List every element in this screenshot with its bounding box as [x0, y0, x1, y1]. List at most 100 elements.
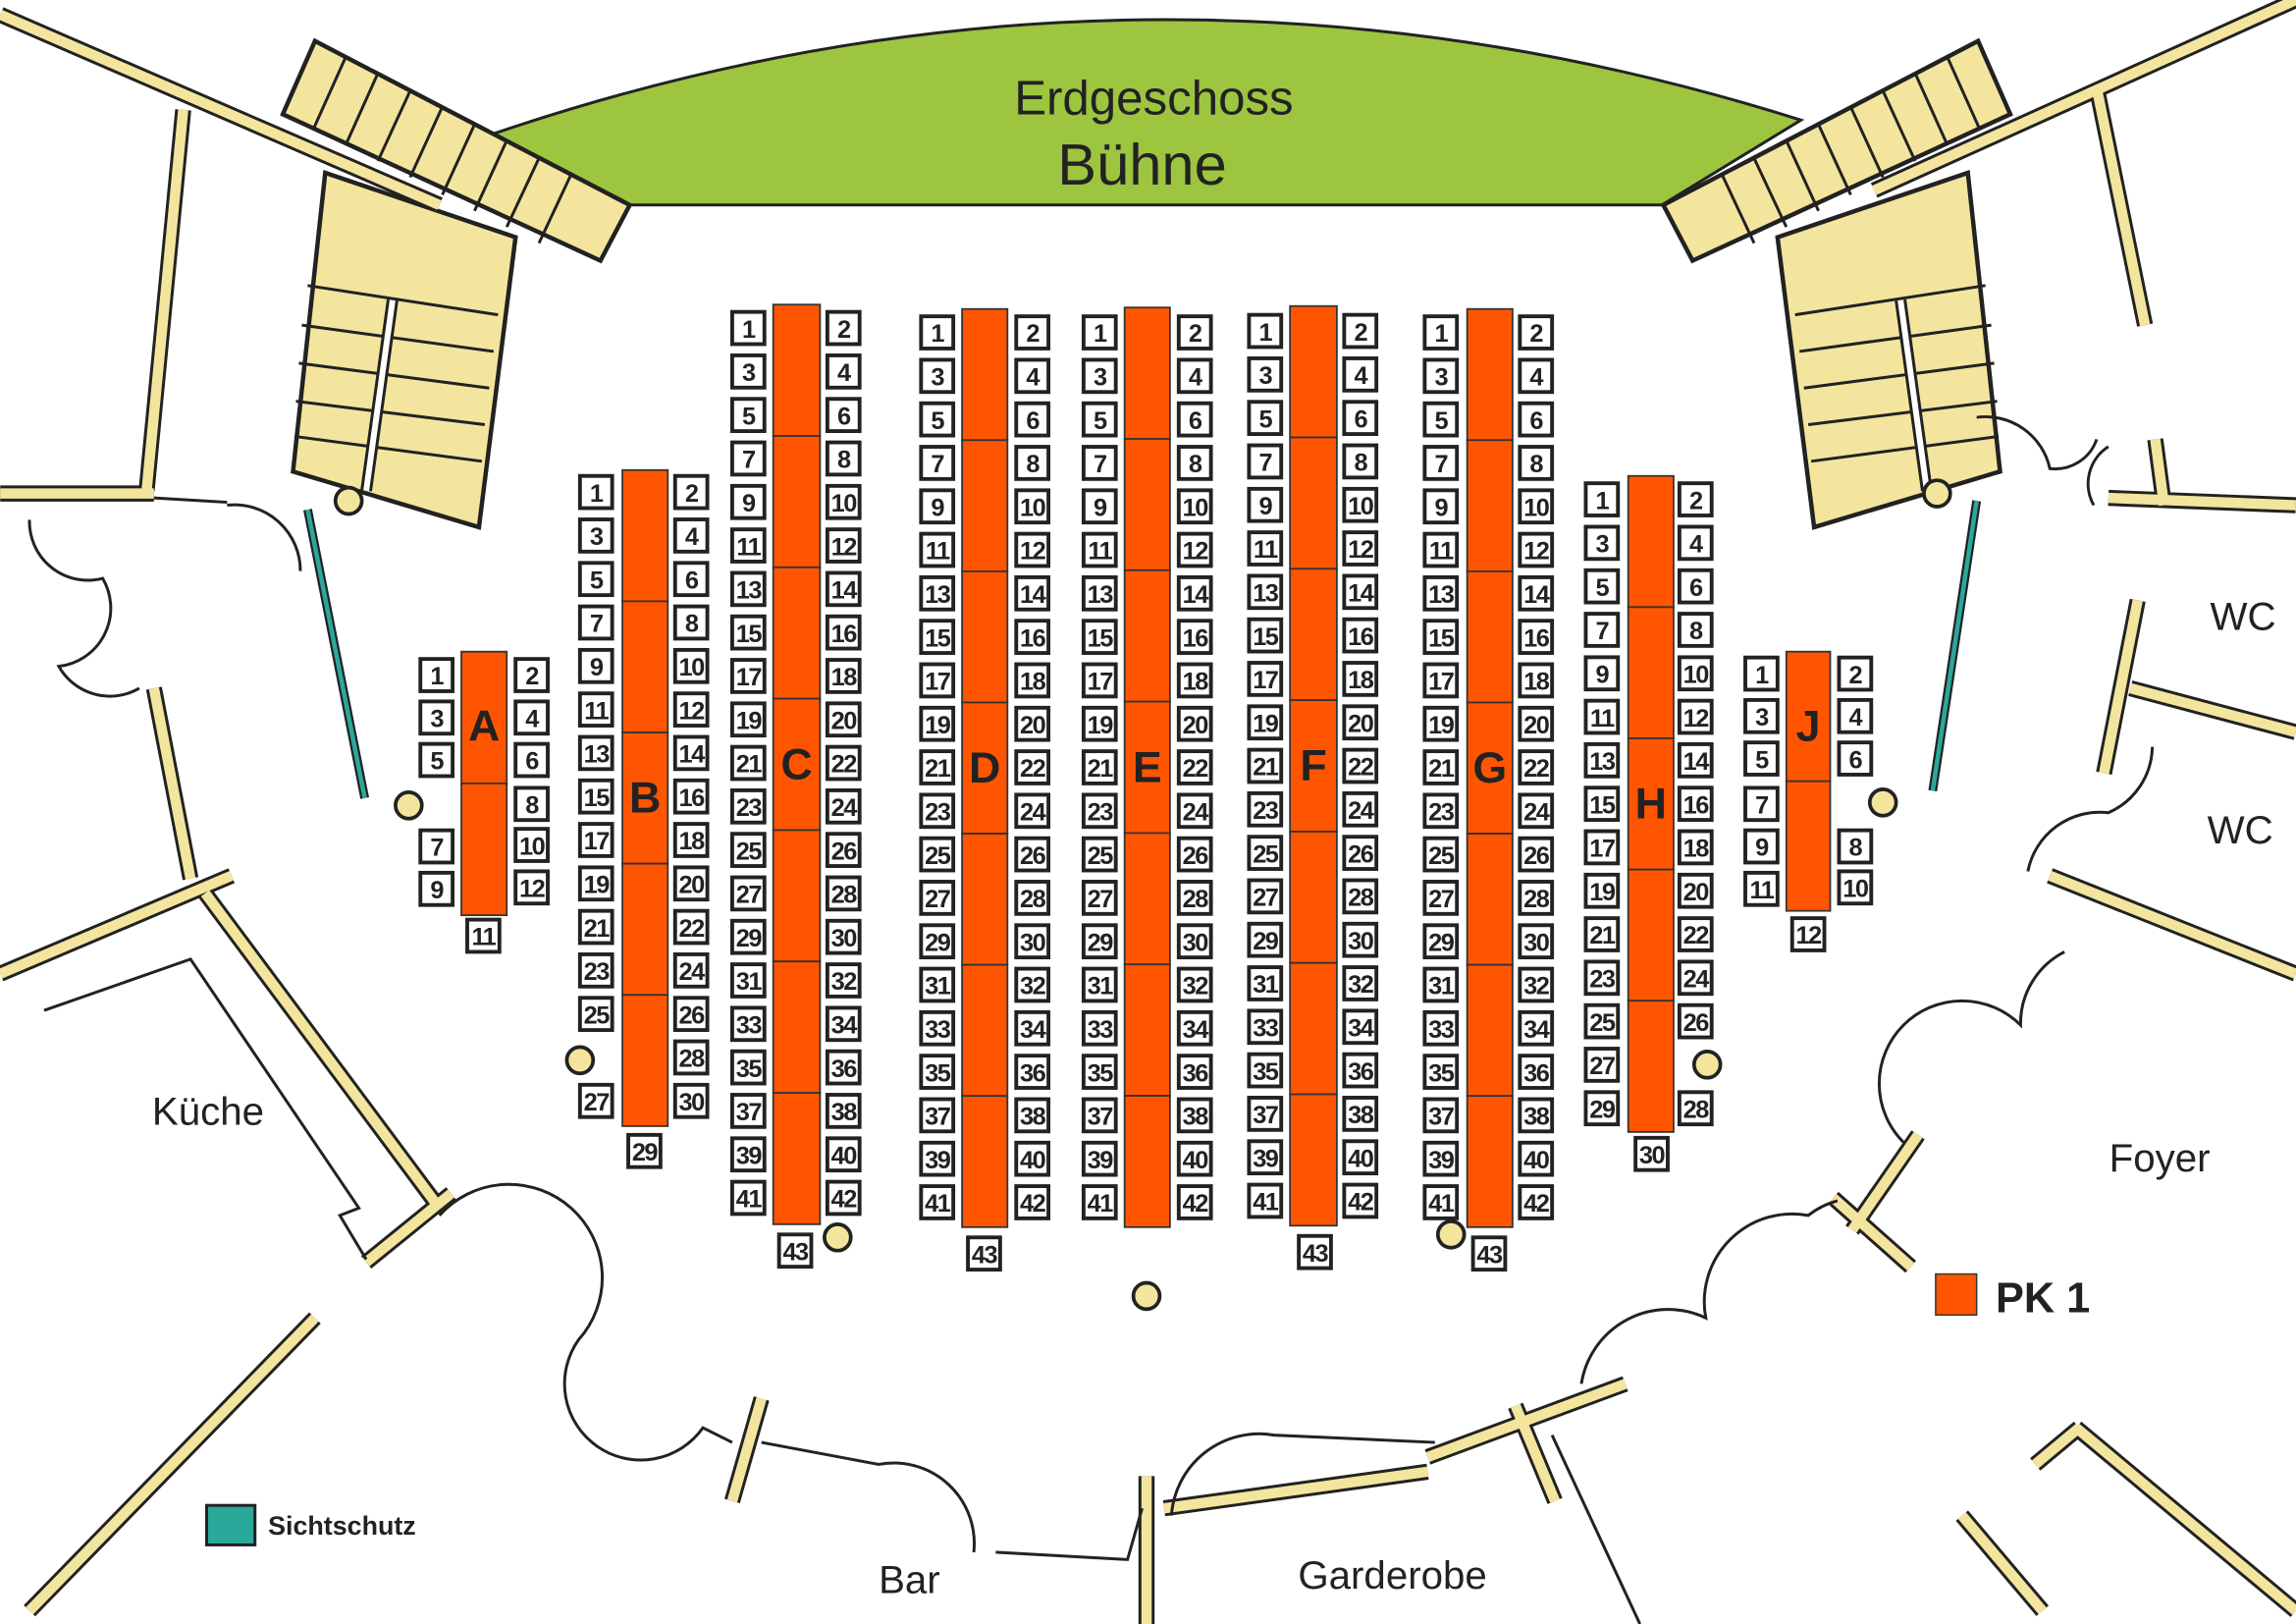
- seat-D-13[interactable]: 13: [919, 574, 956, 612]
- seat-J-8[interactable]: 8: [1837, 828, 1874, 865]
- seat-C-21[interactable]: 21: [729, 744, 767, 782]
- seat-E-24[interactable]: 24: [1176, 792, 1213, 830]
- seat-C-37[interactable]: 37: [729, 1093, 767, 1129]
- seat-A-2[interactable]: 2: [513, 657, 550, 693]
- seat-H-15[interactable]: 15: [1583, 785, 1621, 822]
- seat-D-4[interactable]: 4: [1014, 357, 1051, 395]
- seat-F-21[interactable]: 21: [1247, 747, 1284, 785]
- seat-F-29[interactable]: 29: [1247, 921, 1284, 958]
- seat-B-25[interactable]: 25: [577, 996, 614, 1033]
- seat-G-42[interactable]: 42: [1518, 1184, 1555, 1220]
- seat-G-39[interactable]: 39: [1422, 1140, 1460, 1177]
- seat-F-31[interactable]: 31: [1247, 965, 1284, 1001]
- seat-C-10[interactable]: 10: [825, 483, 862, 520]
- seat-F-10[interactable]: 10: [1342, 486, 1379, 523]
- seat-H-23[interactable]: 23: [1583, 959, 1621, 997]
- seat-B-27[interactable]: 27: [577, 1082, 614, 1119]
- seat-E-34[interactable]: 34: [1176, 1009, 1213, 1047]
- seat-E-26[interactable]: 26: [1176, 836, 1213, 873]
- seat-G-17[interactable]: 17: [1422, 662, 1460, 699]
- seat-B-14[interactable]: 14: [672, 734, 710, 772]
- seat-C-25[interactable]: 25: [729, 832, 767, 868]
- seat-C-43[interactable]: 43: [776, 1232, 814, 1270]
- row-block-segment[interactable]: [1123, 832, 1171, 966]
- row-block-segment[interactable]: [961, 833, 1009, 966]
- seat-D-5[interactable]: 5: [919, 401, 956, 438]
- seat-F-4[interactable]: 4: [1342, 356, 1379, 393]
- seat-E-28[interactable]: 28: [1176, 880, 1213, 916]
- seat-E-19[interactable]: 19: [1081, 705, 1118, 742]
- row-block-segment[interactable]: [460, 650, 508, 785]
- seat-D-2[interactable]: 2: [1014, 314, 1051, 351]
- seat-E-11[interactable]: 11: [1081, 531, 1118, 568]
- seat-C-32[interactable]: 32: [825, 962, 862, 999]
- seat-C-23[interactable]: 23: [729, 787, 767, 825]
- seat-F-15[interactable]: 15: [1247, 617, 1284, 654]
- seat-F-26[interactable]: 26: [1342, 835, 1379, 871]
- seat-C-33[interactable]: 33: [729, 1005, 767, 1043]
- seat-F-39[interactable]: 39: [1247, 1139, 1284, 1176]
- seat-G-4[interactable]: 4: [1518, 357, 1555, 395]
- seat-B-17[interactable]: 17: [577, 822, 614, 858]
- seat-J-7[interactable]: 7: [1743, 785, 1780, 823]
- seat-B-9[interactable]: 9: [577, 647, 614, 684]
- seat-A-11[interactable]: 11: [465, 917, 502, 954]
- row-block-segment[interactable]: [1627, 1000, 1675, 1133]
- seat-C-5[interactable]: 5: [729, 397, 767, 434]
- seat-C-34[interactable]: 34: [825, 1005, 862, 1043]
- row-block-segment[interactable]: [772, 697, 822, 832]
- seat-H-5[interactable]: 5: [1583, 568, 1621, 605]
- row-block-segment[interactable]: [1785, 780, 1832, 912]
- seat-E-25[interactable]: 25: [1081, 836, 1118, 873]
- seat-G-27[interactable]: 27: [1422, 880, 1460, 916]
- seat-B-10[interactable]: 10: [672, 647, 710, 684]
- seat-H-9[interactable]: 9: [1583, 655, 1621, 692]
- seat-F-18[interactable]: 18: [1342, 661, 1379, 697]
- row-block-segment[interactable]: [961, 569, 1009, 704]
- seat-C-38[interactable]: 38: [825, 1093, 862, 1129]
- seat-G-11[interactable]: 11: [1422, 531, 1460, 568]
- seat-F-43[interactable]: 43: [1297, 1233, 1333, 1271]
- seat-E-20[interactable]: 20: [1176, 705, 1213, 742]
- seat-H-2[interactable]: 2: [1677, 481, 1714, 517]
- seat-F-13[interactable]: 13: [1247, 573, 1284, 611]
- seat-D-23[interactable]: 23: [919, 792, 956, 830]
- seat-C-14[interactable]: 14: [825, 570, 862, 608]
- seat-B-29[interactable]: 29: [626, 1132, 663, 1169]
- seat-G-28[interactable]: 28: [1518, 880, 1555, 916]
- seat-F-6[interactable]: 6: [1342, 400, 1379, 436]
- seat-F-7[interactable]: 7: [1247, 443, 1284, 480]
- seat-G-22[interactable]: 22: [1518, 749, 1555, 785]
- seat-E-21[interactable]: 21: [1081, 749, 1118, 785]
- seat-A-1[interactable]: 1: [418, 657, 455, 693]
- seat-G-19[interactable]: 19: [1422, 705, 1460, 742]
- row-block-segment[interactable]: [1627, 868, 1675, 1002]
- seat-B-12[interactable]: 12: [672, 691, 710, 728]
- row-block-segment[interactable]: [961, 439, 1009, 572]
- seat-F-14[interactable]: 14: [1342, 573, 1379, 611]
- seat-F-2[interactable]: 2: [1342, 312, 1379, 350]
- seat-H-29[interactable]: 29: [1583, 1090, 1621, 1127]
- seat-B-3[interactable]: 3: [577, 517, 614, 554]
- seat-C-28[interactable]: 28: [825, 875, 862, 912]
- seat-E-2[interactable]: 2: [1176, 314, 1213, 351]
- row-block-segment[interactable]: [772, 566, 822, 700]
- seat-H-8[interactable]: 8: [1677, 612, 1714, 648]
- row-block-segment[interactable]: [772, 303, 822, 437]
- seat-B-23[interactable]: 23: [577, 952, 614, 989]
- seat-H-3[interactable]: 3: [1583, 524, 1621, 562]
- seat-D-43[interactable]: 43: [966, 1235, 1002, 1272]
- seat-H-22[interactable]: 22: [1677, 916, 1714, 952]
- seat-F-24[interactable]: 24: [1342, 790, 1379, 828]
- seat-B-22[interactable]: 22: [672, 908, 710, 946]
- seat-E-14[interactable]: 14: [1176, 574, 1213, 612]
- seat-F-42[interactable]: 42: [1342, 1182, 1379, 1219]
- seat-D-19[interactable]: 19: [919, 705, 956, 742]
- seat-C-4[interactable]: 4: [825, 353, 862, 390]
- seat-D-39[interactable]: 39: [919, 1140, 956, 1177]
- seat-D-27[interactable]: 27: [919, 880, 956, 916]
- seat-F-19[interactable]: 19: [1247, 704, 1284, 741]
- row-block-segment[interactable]: [1123, 700, 1171, 835]
- seat-J-3[interactable]: 3: [1743, 697, 1780, 734]
- seat-E-40[interactable]: 40: [1176, 1140, 1213, 1177]
